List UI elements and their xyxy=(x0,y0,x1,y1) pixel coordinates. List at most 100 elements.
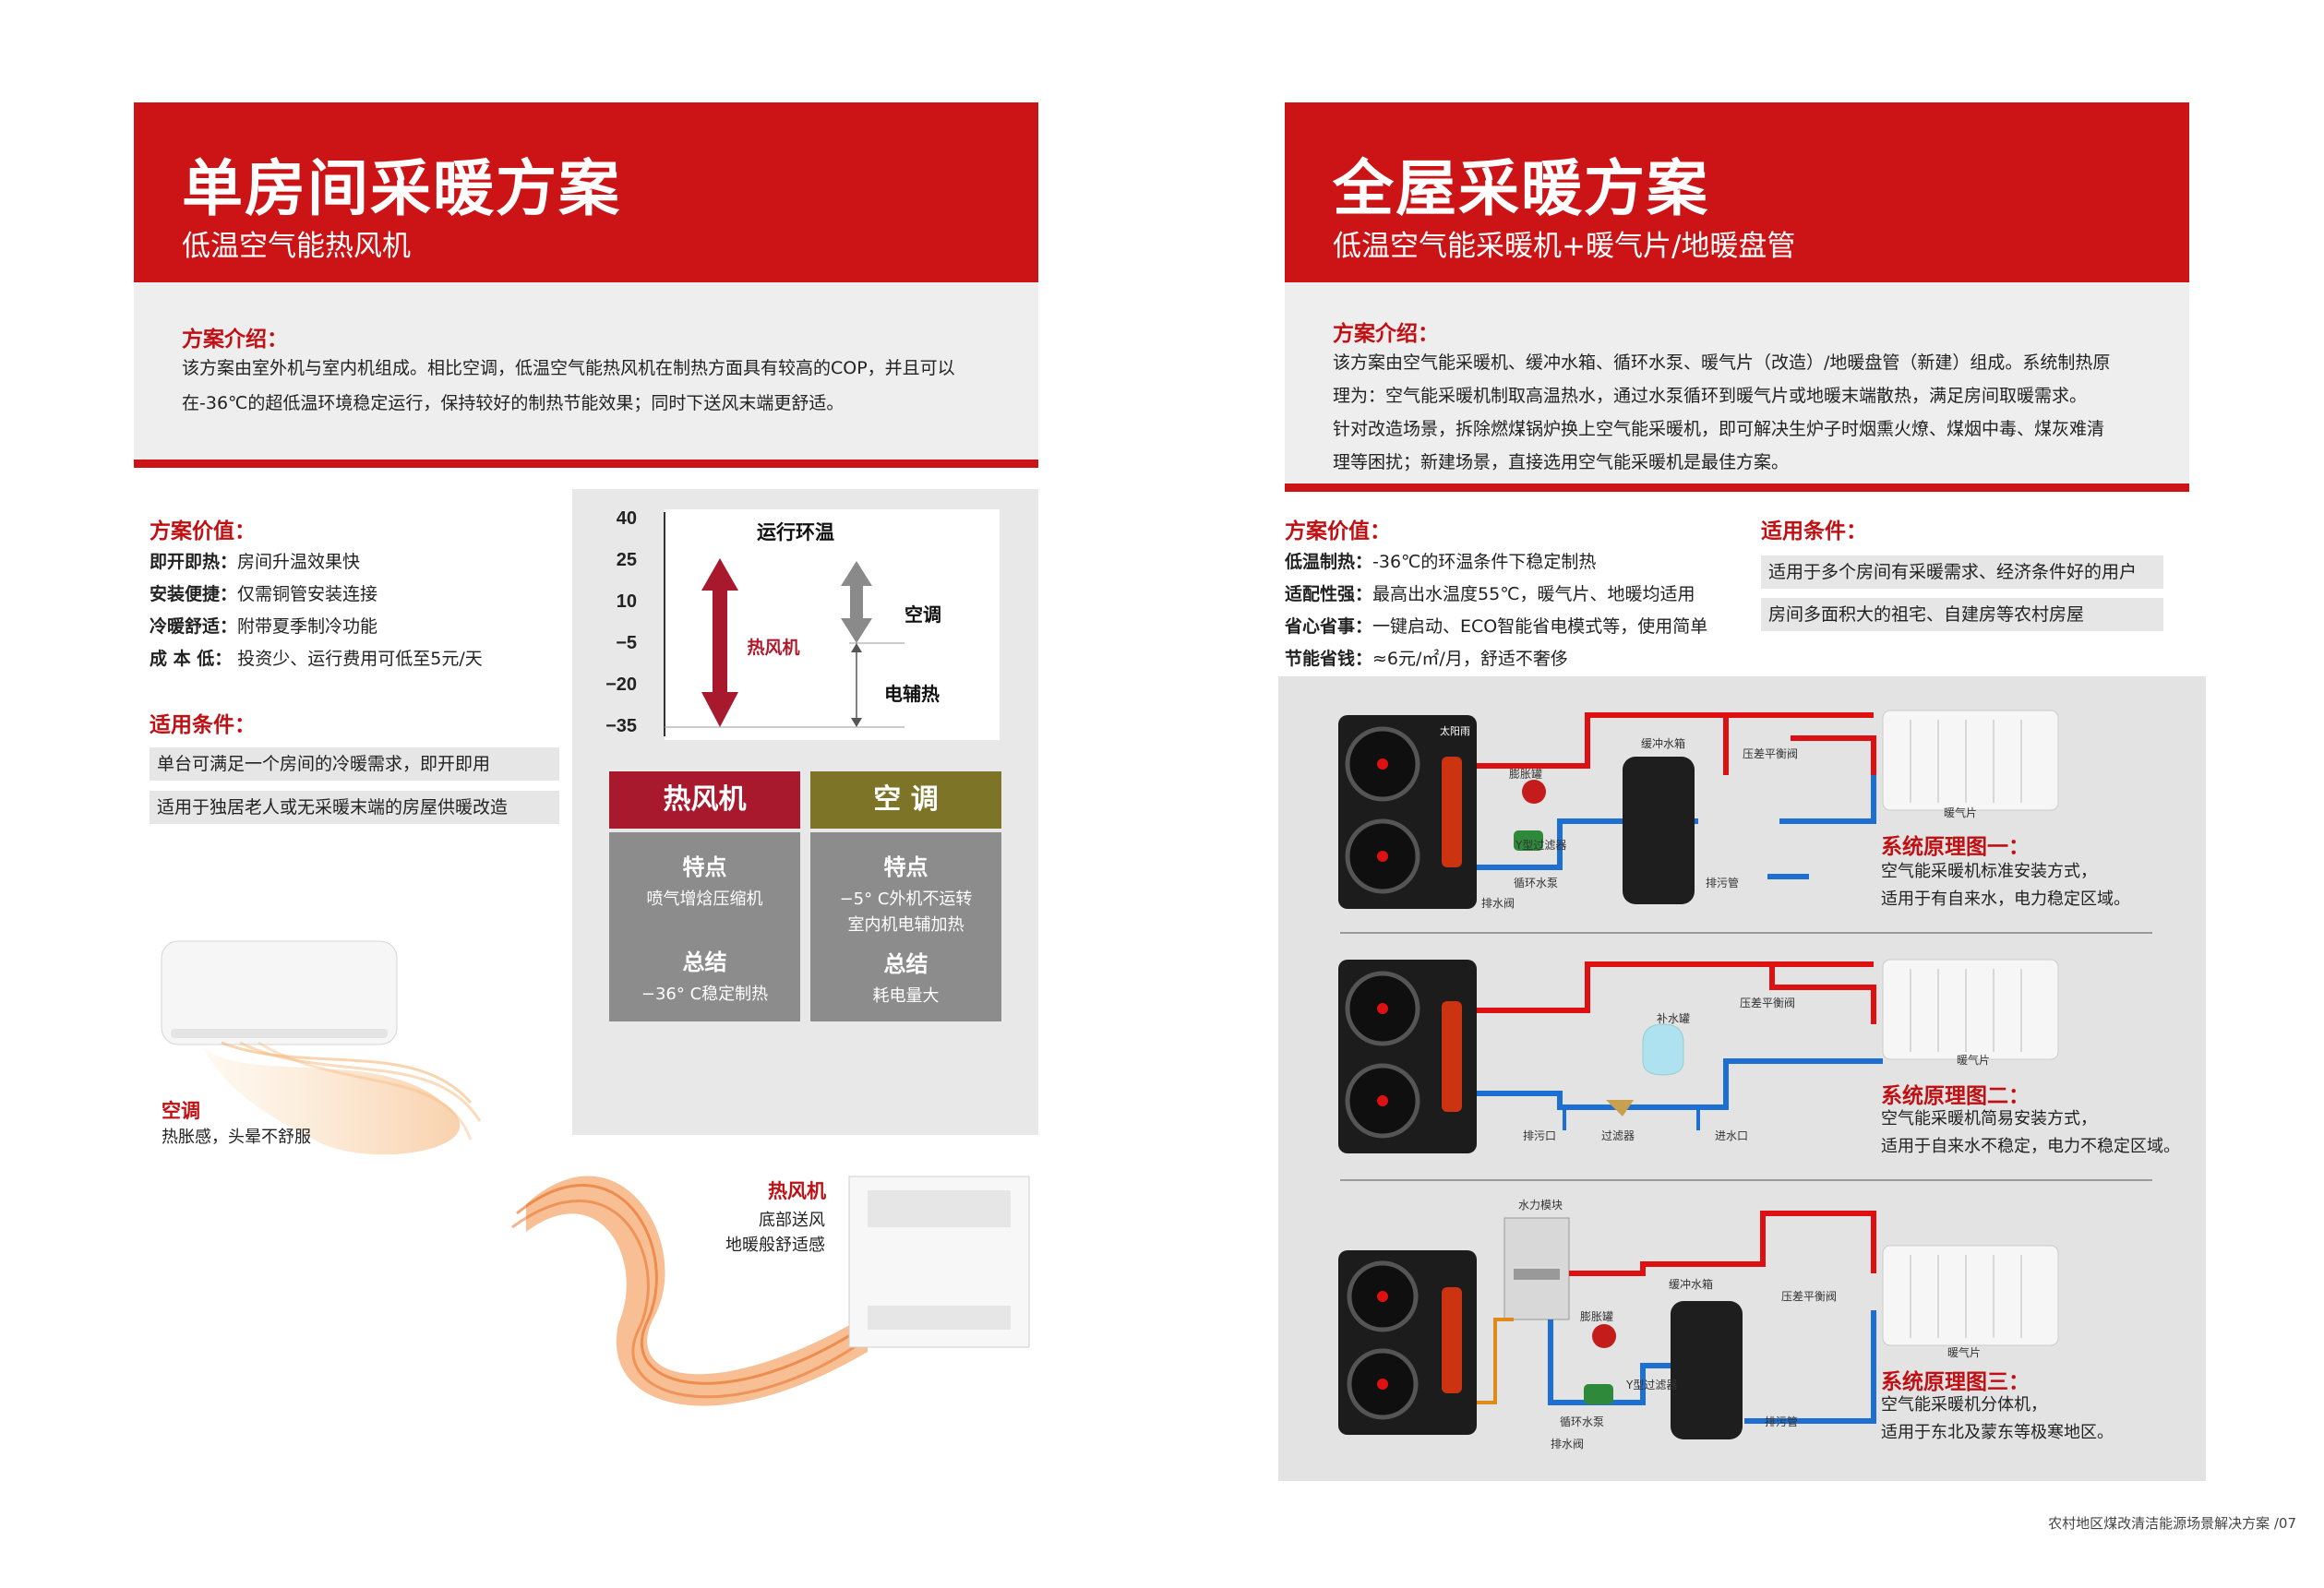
tick-label: −20 xyxy=(605,675,637,695)
temperature-chart: 40 25 10 −5 −20 −35 运行环温 热风机 空调 电辅热 xyxy=(605,508,1000,740)
left-title: 单房间采暖方案 xyxy=(182,153,621,224)
d2-line2: 适用于自来水不稳定，电力不稳定区域。 xyxy=(1881,1137,2180,1156)
airflow-illustration xyxy=(161,940,1030,1406)
tick-label: −35 xyxy=(605,716,637,736)
right-cond-label: 适用条件： xyxy=(1761,519,1867,543)
d3-title: 系统原理图三： xyxy=(1881,1370,2030,1394)
right-value-list: 低温制热：-36℃的环温条件下稳定制热 适配性强：最高出水温度55℃，暖气片、地… xyxy=(1285,546,1707,675)
d1-exp-label: 膨胀罐 xyxy=(1509,768,1543,781)
d2-title: 系统原理图二： xyxy=(1881,1084,2030,1108)
system-diagram-2 xyxy=(1338,959,2059,1153)
right-intro-box: 方案介绍： 该方案由空气能采暖机、缓冲水箱、循环水泵、暖气片（改造）/地暖盘管（… xyxy=(1285,282,2189,484)
left-value-item: 即开即热：房间升温效果快 xyxy=(150,552,361,572)
tick-label: 10 xyxy=(617,591,637,612)
left-value-item: 成 本 低： 投资少、运行费用可低至5元/天 xyxy=(150,649,483,669)
right-value-item: 节能省钱：≈6元/㎡/月，舒适不奢侈 xyxy=(1285,649,1568,669)
d1-radiator-label: 暖气片 xyxy=(1944,806,1978,819)
expansion-tank xyxy=(1522,780,1546,804)
right-subtitle: 低温空气能采暖机+暖气片/地暖盘管 xyxy=(1333,230,1796,263)
refill-tank xyxy=(1642,1023,1684,1076)
divider xyxy=(1340,1179,2152,1181)
compare-summary-label: 总结 xyxy=(883,951,928,977)
d3-tank-label: 缓冲水箱 xyxy=(1669,1278,1714,1291)
right-value-item: 低温制热：-36℃的环温条件下稳定制热 xyxy=(1285,552,1597,572)
buffer-tank xyxy=(1671,1301,1743,1439)
chart-label-aux: 电辅热 xyxy=(884,683,940,705)
expansion-tank xyxy=(1592,1324,1616,1348)
d2-inlet-label: 进水口 xyxy=(1715,1129,1749,1142)
left-subtitle: 低温空气能热风机 xyxy=(182,230,411,263)
brand-text: 太阳雨 xyxy=(1440,725,1470,737)
left-title-band: 单房间采暖方案 低温空气能热风机 xyxy=(134,102,1038,282)
fan-label: 热风机 xyxy=(768,1180,826,1202)
circulation-pump xyxy=(1514,830,1543,851)
d2-radiator-label: 暖气片 xyxy=(1957,1054,1991,1067)
right-value-item: 适配性强：最高出水温度55℃，暖气片、地暖均适用 xyxy=(1285,584,1695,604)
system-diagram-1: 太阳雨 xyxy=(1338,710,2059,909)
d3-sewage-label: 排污管 xyxy=(1765,1415,1799,1428)
right-cond-2: 房间多面积大的祖宅、自建房等农村房屋 xyxy=(1761,598,2163,631)
chart-label-ac: 空调 xyxy=(904,603,941,626)
compare-body-ac: 特点 −5° C外机不运转 室内机电辅加热 总结 耗电量大 xyxy=(810,832,1001,1021)
left-value-label: 方案价值： xyxy=(150,519,256,543)
left-intro-box: 方案介绍： 该方案由室外机与室内机组成。相比空调，低温空气能热风机在制热方面具有… xyxy=(134,282,1038,460)
compare-head-fan: 热风机 xyxy=(609,771,800,829)
radiator xyxy=(1882,1245,2059,1346)
d3-filter-label: Y型过滤器 xyxy=(1626,1379,1678,1391)
d1-filter-label: Y型过滤器 xyxy=(1515,839,1567,852)
left-intro-line-1: 该方案由室外机与室内机组成。相比空调，低温空气能热风机在制热方面具有较高的COP… xyxy=(182,358,955,378)
left-value-item: 安装便捷：仅需铜管安装连接 xyxy=(150,584,378,604)
buffer-tank xyxy=(1623,757,1695,904)
compare-ac-summary: 耗电量大 xyxy=(872,986,940,1006)
d1-sewage-label: 排污管 xyxy=(1706,877,1740,890)
d2-refill-label: 补水罐 xyxy=(1657,1012,1691,1025)
compare-body-fan: 特点 喷气增焓压缩机 总结 −36° C稳定制热 xyxy=(609,832,800,1021)
d3-line1: 空气能采暖机分体机， xyxy=(1881,1395,2047,1415)
d3-line2: 适用于东北及蒙东等极寒地区。 xyxy=(1881,1423,2114,1442)
right-title-band: 全屋采暖方案 低温空气能采暖机+暖气片/地暖盘管 xyxy=(1285,102,2189,282)
radiator xyxy=(1882,959,2059,1060)
fan-desc-1: 底部送风 xyxy=(759,1211,825,1230)
divider xyxy=(1340,932,2152,934)
chart-title: 运行环温 xyxy=(757,521,834,543)
tick-label: −5 xyxy=(616,633,637,653)
tick-label: 40 xyxy=(617,508,637,529)
radiator xyxy=(1882,710,2059,811)
d2-filter-label: 过滤器 xyxy=(1601,1129,1635,1142)
d3-pump-label: 循环水泵 xyxy=(1560,1415,1605,1428)
compare-fan-feature: 喷气增焓压缩机 xyxy=(646,890,763,909)
left-intro-label: 方案介绍： xyxy=(182,328,288,352)
left-cond-label: 适用条件： xyxy=(150,713,256,737)
tick-label: 25 xyxy=(617,550,637,570)
page-footer: 农村地区煤改清洁能源场景解决方案 /07 xyxy=(2048,1515,2296,1532)
compare-ac-feature-1: −5° C外机不运转 xyxy=(839,890,973,909)
d3-module-label: 水力模块 xyxy=(1518,1199,1563,1212)
d1-drain-label: 排水阀 xyxy=(1481,897,1515,910)
right-value-label: 方案价值： xyxy=(1285,519,1391,543)
d3-exp-label: 膨胀罐 xyxy=(1580,1310,1614,1323)
compare-summary-label: 总结 xyxy=(682,949,727,975)
compare-feature-label: 特点 xyxy=(883,854,928,880)
left-intro-line-2: 在-36℃的超低温环境稳定运行，保持较好的制热节能效果；同时下送风末端更舒适。 xyxy=(182,393,845,413)
ac-label: 空调 xyxy=(162,1100,200,1122)
filter xyxy=(1606,1100,1634,1116)
d1-line2: 适用于有自来水，电力稳定区域。 xyxy=(1881,890,2130,909)
left-value-list: 即开即热：房间升温效果快 安装便捷：仅需铜管安装连接 冷暖舒适：附带夏季制冷功能… xyxy=(150,546,483,675)
d3-drain-label: 排水阀 xyxy=(1551,1438,1585,1451)
right-intro-line-2: 理为：空气能采暖机制取高温热水，通过水泵循环到暖气片或地暖末端散热，满足房间取暖… xyxy=(1333,386,2088,406)
left-red-rule xyxy=(134,460,1038,468)
d1-valve-label: 压差平衡阀 xyxy=(1743,747,1799,760)
fan-range-arrow xyxy=(701,558,738,727)
right-value-item: 省心省事：一键启动、ECO智能省电模式等，使用简单 xyxy=(1285,616,1708,637)
d2-valve-label: 压差平衡阀 xyxy=(1740,997,1796,1009)
left-cond-1: 单台可满足一个房间的冷暖需求，即开即用 xyxy=(150,747,559,781)
d2-line1: 空气能采暖机简易安装方式， xyxy=(1881,1109,2097,1128)
d3-valve-label: 压差平衡阀 xyxy=(1781,1290,1838,1303)
circulation-pump xyxy=(1584,1384,1613,1404)
d2-sewage-label: 排污口 xyxy=(1523,1129,1557,1142)
right-intro-line-3: 针对改造场景，拆除燃煤锅炉换上空气能采暖机，即可解决生炉子时烟熏火燎、煤烟中毒、… xyxy=(1333,419,2105,439)
d3-radiator-label: 暖气片 xyxy=(1947,1346,1982,1359)
left-cond-2: 适用于独居老人或无采暖末端的房屋供暖改造 xyxy=(150,791,559,824)
right-cond-1: 适用于多个房间有采暖需求、经济条件好的用户 xyxy=(1761,555,2163,589)
compare-feature-label: 特点 xyxy=(682,854,727,880)
